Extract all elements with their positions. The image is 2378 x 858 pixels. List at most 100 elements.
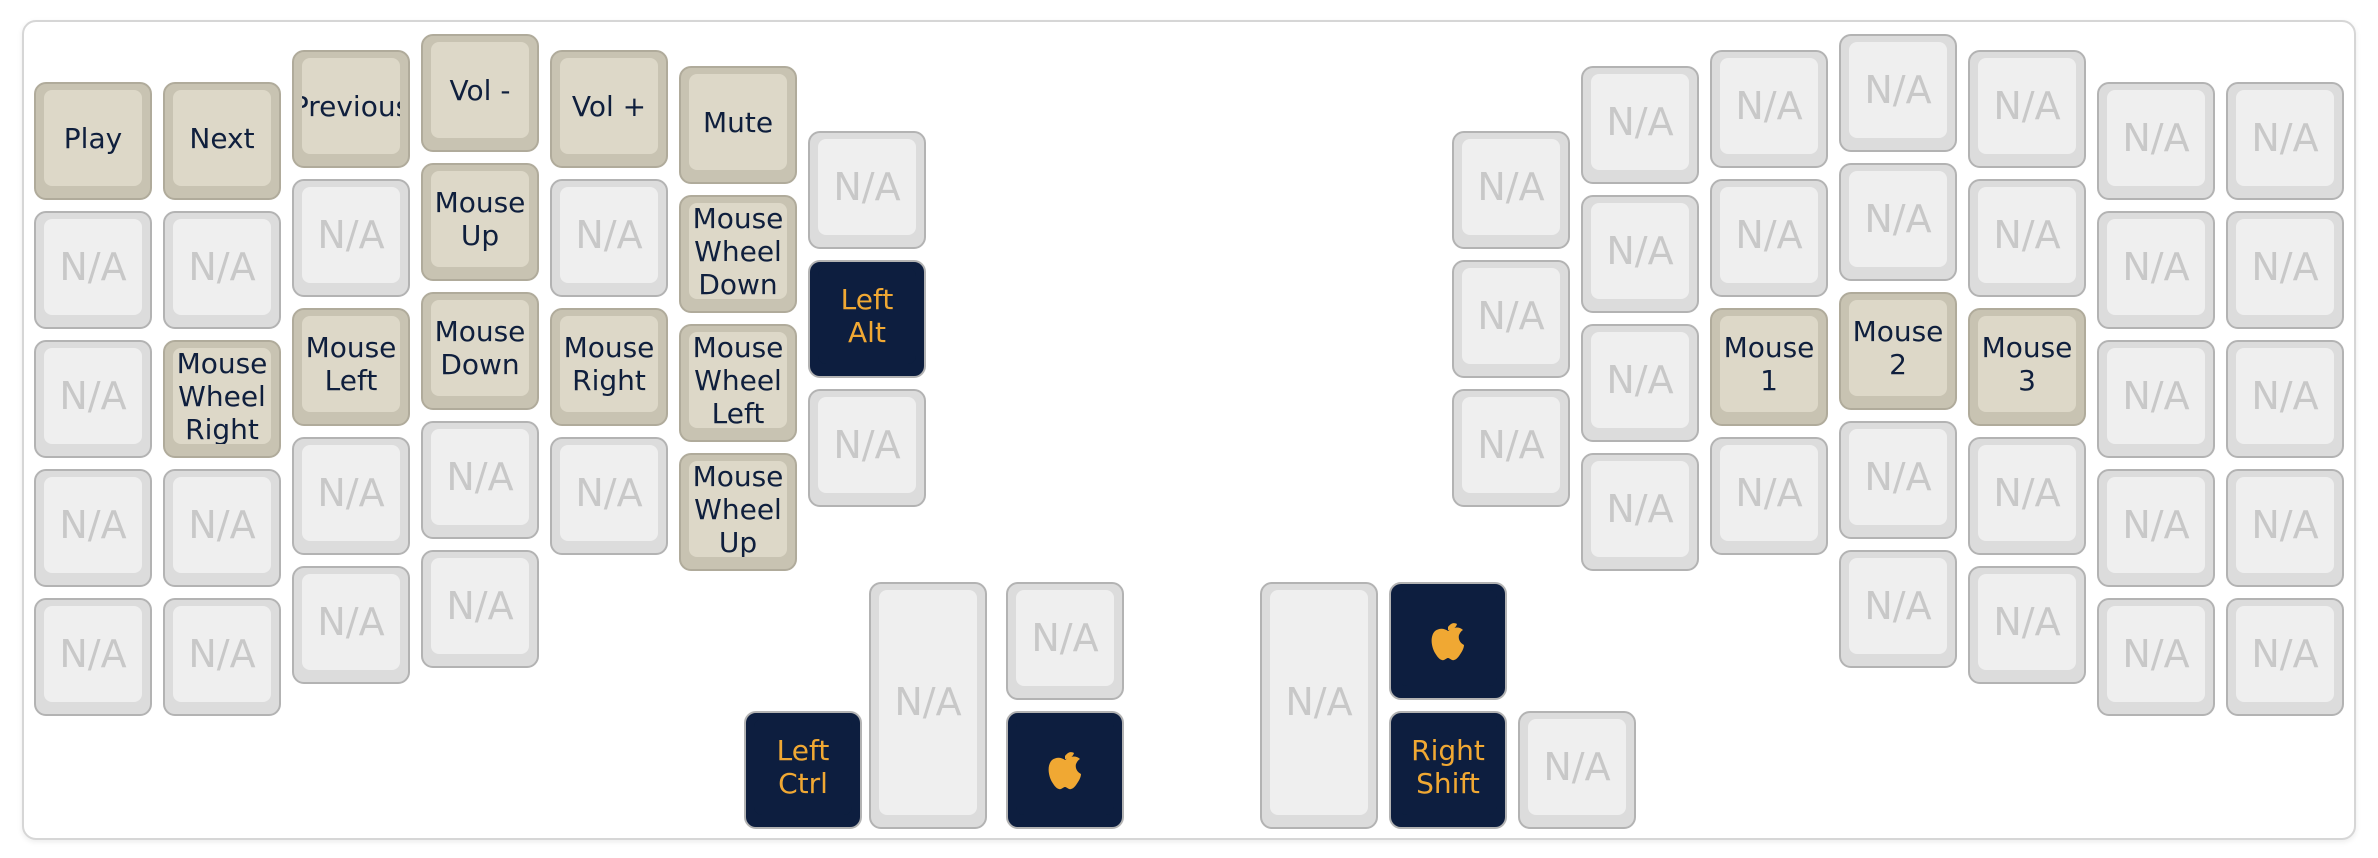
na-key[interactable]: N/A xyxy=(292,437,410,555)
na-key[interactable]: N/A xyxy=(163,211,281,329)
na-key[interactable]: N/A xyxy=(292,179,410,297)
key-label: Mouse Down xyxy=(434,315,526,381)
na-key[interactable]: N/A xyxy=(1518,711,1636,829)
na-key[interactable]: N/A xyxy=(1006,582,1124,700)
na-key[interactable]: N/A xyxy=(1839,163,1957,281)
na-key[interactable]: N/A xyxy=(1968,566,2086,684)
left-ctrl-key[interactable]: Left Ctrl xyxy=(744,711,862,829)
keycap-face: N/A xyxy=(1591,332,1689,428)
key-label: Mouse Wheel Right xyxy=(176,348,268,444)
keycap-face: N/A xyxy=(2236,219,2334,315)
mouse-right-key[interactable]: Mouse Right xyxy=(550,308,668,426)
key-label: N/A xyxy=(59,244,127,289)
key-label: Play xyxy=(63,121,123,155)
mouse-wheel-up-key[interactable]: Mouse Wheel Up xyxy=(679,453,797,571)
mouse-2-key[interactable]: Mouse 2 xyxy=(1839,292,1957,410)
keycap-face: N/A xyxy=(2107,606,2205,702)
na-key[interactable]: N/A xyxy=(292,566,410,684)
na-key[interactable]: N/A xyxy=(1968,179,2086,297)
keycap-face: N/A xyxy=(1978,445,2076,541)
na-key[interactable]: N/A xyxy=(808,131,926,249)
mouse-wheel-down-key[interactable]: Mouse Wheel Down xyxy=(679,195,797,313)
keycap-face: Vol + xyxy=(560,58,658,154)
na-key[interactable]: N/A xyxy=(34,211,152,329)
na-key[interactable]: N/A xyxy=(1968,50,2086,168)
key-label: N/A xyxy=(2251,631,2319,676)
left-command-key[interactable] xyxy=(1006,711,1124,829)
na-key[interactable]: N/A xyxy=(2226,82,2344,200)
keycap-face: N/A xyxy=(1591,203,1689,299)
key-label: Mouse Right xyxy=(563,331,655,397)
na-key[interactable]: N/A xyxy=(808,389,926,507)
keycap-face xyxy=(1399,590,1497,686)
keycap-face: Play xyxy=(44,90,142,186)
na-key[interactable]: N/A xyxy=(550,437,668,555)
na-key[interactable]: N/A xyxy=(1710,437,1828,555)
na-key[interactable]: N/A xyxy=(1839,34,1957,152)
keycap-face: Mouse Up xyxy=(431,171,529,267)
na-key[interactable]: N/A xyxy=(2226,211,2344,329)
na-key[interactable]: N/A xyxy=(2226,598,2344,716)
keycap-face: N/A xyxy=(1462,397,1560,493)
vol-down-key[interactable]: Vol - xyxy=(421,34,539,152)
na-thumb-key[interactable]: N/A xyxy=(869,582,987,829)
na-key[interactable]: N/A xyxy=(163,469,281,587)
mouse-wheel-left-key[interactable]: Mouse Wheel Left xyxy=(679,324,797,442)
left-alt-key[interactable]: Left Alt xyxy=(808,260,926,378)
key-label: N/A xyxy=(1993,470,2061,515)
na-key[interactable]: N/A xyxy=(1452,389,1570,507)
mouse-down-key[interactable]: Mouse Down xyxy=(421,292,539,410)
na-key[interactable]: N/A xyxy=(2097,469,2215,587)
mute-key[interactable]: Mute xyxy=(679,66,797,184)
keycap-face: N/A xyxy=(1270,590,1368,815)
na-key[interactable]: N/A xyxy=(2226,340,2344,458)
right-command-key[interactable] xyxy=(1389,582,1507,700)
mouse-wheel-right-key[interactable]: Mouse Wheel Right xyxy=(163,340,281,458)
na-key[interactable]: N/A xyxy=(1452,260,1570,378)
mouse-left-key[interactable]: Mouse Left xyxy=(292,308,410,426)
na-key[interactable]: N/A xyxy=(1581,66,1699,184)
na-key[interactable]: N/A xyxy=(34,469,152,587)
next-key[interactable]: Next xyxy=(163,82,281,200)
na-key[interactable]: N/A xyxy=(1581,195,1699,313)
na-thumb-key[interactable]: N/A xyxy=(1260,582,1378,829)
previous-key[interactable]: Previous xyxy=(292,50,410,168)
na-key[interactable]: N/A xyxy=(421,421,539,539)
right-shift-key[interactable]: Right Shift xyxy=(1389,711,1507,829)
keycap-face: N/A xyxy=(560,445,658,541)
apple-icon xyxy=(1431,623,1464,661)
key-label: Mouse Left xyxy=(305,331,397,397)
key-label: N/A xyxy=(2251,502,2319,547)
keycap-face: Mouse Down xyxy=(431,300,529,396)
na-key[interactable]: N/A xyxy=(2226,469,2344,587)
mouse-3-key[interactable]: Mouse 3 xyxy=(1968,308,2086,426)
mouse-up-key[interactable]: Mouse Up xyxy=(421,163,539,281)
na-key[interactable]: N/A xyxy=(550,179,668,297)
na-key[interactable]: N/A xyxy=(163,598,281,716)
na-key[interactable]: N/A xyxy=(2097,211,2215,329)
na-key[interactable]: N/A xyxy=(2097,340,2215,458)
na-key[interactable]: N/A xyxy=(1839,550,1957,668)
key-label: N/A xyxy=(894,680,962,724)
na-key[interactable]: N/A xyxy=(34,598,152,716)
na-key[interactable]: N/A xyxy=(34,340,152,458)
na-key[interactable]: N/A xyxy=(1710,50,1828,168)
na-key[interactable]: N/A xyxy=(2097,82,2215,200)
na-key[interactable]: N/A xyxy=(1710,179,1828,297)
key-label: N/A xyxy=(833,422,901,467)
keycap-face: N/A xyxy=(173,219,271,315)
key-label: Mouse Wheel Left xyxy=(692,332,784,428)
na-key[interactable]: N/A xyxy=(421,550,539,668)
na-key[interactable]: N/A xyxy=(1581,453,1699,571)
key-label: N/A xyxy=(575,470,643,515)
na-key[interactable]: N/A xyxy=(1581,324,1699,442)
na-key[interactable]: N/A xyxy=(2097,598,2215,716)
na-key[interactable]: N/A xyxy=(1452,131,1570,249)
keycap-face: N/A xyxy=(1462,139,1560,235)
keycap-face: N/A xyxy=(173,477,271,573)
vol-up-key[interactable]: Vol + xyxy=(550,50,668,168)
play-key[interactable]: Play xyxy=(34,82,152,200)
na-key[interactable]: N/A xyxy=(1839,421,1957,539)
na-key[interactable]: N/A xyxy=(1968,437,2086,555)
mouse-1-key[interactable]: Mouse 1 xyxy=(1710,308,1828,426)
